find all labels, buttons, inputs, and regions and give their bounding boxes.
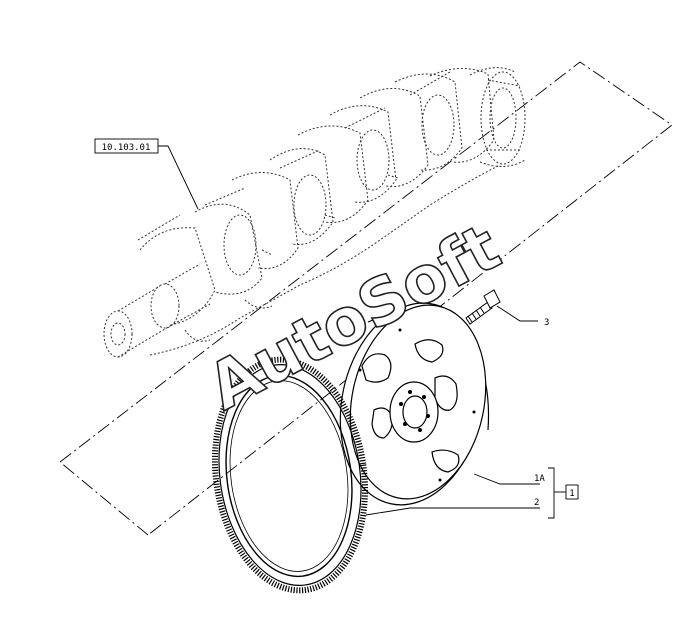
assembly-centerline (59, 61, 673, 536)
rim-holes (358, 328, 476, 482)
callout-3-label: 3 (544, 318, 549, 328)
callout-3: 3 (496, 305, 549, 328)
reference-label: 10.103.01 (102, 143, 151, 153)
flywheel-bolt (465, 289, 501, 325)
callout-1a: 1A (473, 473, 545, 485)
hub-bolt-holes (399, 390, 430, 432)
kit-bracket (548, 467, 566, 519)
kit-box-label: 1 (569, 489, 574, 499)
reference-leader (158, 145, 199, 210)
callout-2-label: 2 (534, 498, 539, 508)
crankshaft (103, 67, 526, 358)
flex-plate-slots (361, 339, 460, 473)
callout-1a-label: 1A (534, 474, 545, 484)
callout-2: 2 (365, 498, 540, 516)
flex-plate (339, 302, 490, 506)
kit-box: 1 (565, 484, 579, 500)
ring-gear (211, 356, 369, 594)
reference-callout: 10.103.01 (94, 138, 199, 210)
